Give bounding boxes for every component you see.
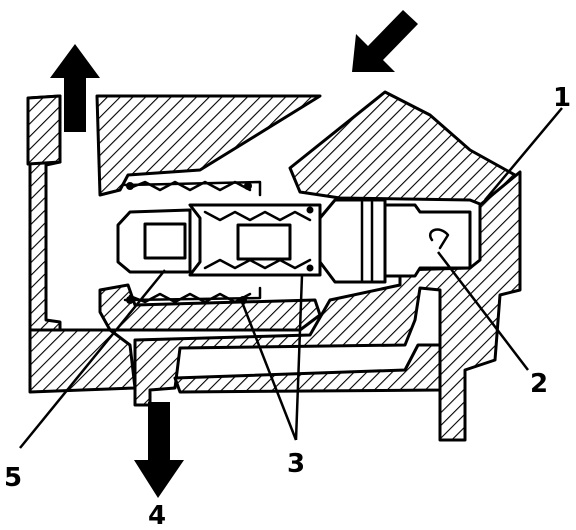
spring-top-coil xyxy=(128,180,252,192)
o-ring-middle xyxy=(239,296,247,304)
valve-seat xyxy=(318,198,387,284)
outlet-down-arrow xyxy=(134,402,184,498)
seat-ridges xyxy=(360,200,374,282)
callout-4: 4 xyxy=(148,501,166,530)
housing-upper-block xyxy=(95,94,322,197)
housing-inner-lower xyxy=(98,283,322,332)
stem-hook xyxy=(429,228,450,250)
o-ring-top-right xyxy=(244,182,252,190)
spring-bottom-coil xyxy=(128,292,252,304)
housing-right-body xyxy=(133,170,522,442)
o-ring-left xyxy=(126,296,134,304)
housing-left-cap xyxy=(26,94,62,166)
o-ring-stem-lower xyxy=(306,264,314,272)
spool-inner-window xyxy=(143,222,187,260)
valve-stem xyxy=(383,203,472,278)
housing-lower-left xyxy=(28,328,137,394)
o-ring-stem xyxy=(306,206,314,214)
callout-5: 5 xyxy=(4,463,22,493)
leader-3a xyxy=(240,301,298,441)
leader-3b xyxy=(294,274,304,441)
o-ring-top-left xyxy=(126,182,134,190)
callout-3: 3 xyxy=(287,449,305,479)
plunger-inner xyxy=(236,223,292,261)
callout-1: 1 xyxy=(553,83,571,113)
outlet-up-arrow xyxy=(50,44,100,132)
leader-2 xyxy=(437,251,529,371)
plunger-spring-lower xyxy=(203,258,312,270)
leader-5 xyxy=(19,269,166,449)
leader-1 xyxy=(484,107,563,201)
plunger-spring xyxy=(203,210,312,222)
housing-upper-right xyxy=(288,90,522,210)
callout-2: 2 xyxy=(530,369,548,399)
inlet-arrow xyxy=(352,10,418,72)
housing-base xyxy=(173,343,442,394)
